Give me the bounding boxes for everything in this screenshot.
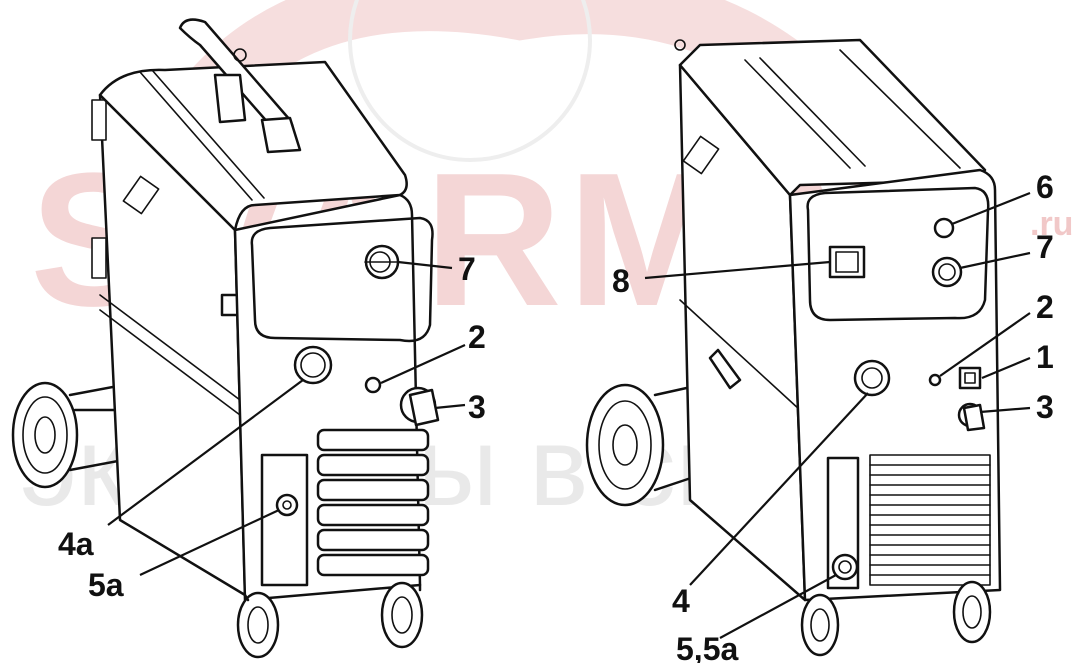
- right-display-window: [806, 186, 990, 322]
- right-knob-6: [933, 217, 955, 239]
- label-right-3: 3: [1036, 389, 1054, 425]
- callout-labels: 7 2 3 4a 5a 6 7 8 2 1 3 4 5,5a: [58, 169, 1054, 663]
- watermark-domain-suffix: .ru: [1030, 205, 1073, 243]
- label-left-2: 2: [468, 319, 486, 355]
- right-switch-1: [958, 366, 982, 390]
- right-knob-7: [931, 256, 963, 288]
- right-front-casters: [800, 580, 992, 657]
- label-right-6: 6: [1036, 169, 1054, 205]
- left-connector-plate: [260, 453, 309, 587]
- right-welding-machine: [585, 38, 1002, 657]
- label-right-8: 8: [612, 263, 630, 299]
- right-main-switch-3: [957, 402, 986, 432]
- label-right-2: 2: [1036, 289, 1054, 325]
- label-left-4a: 4a: [58, 526, 94, 562]
- label-left-7: 7: [458, 251, 476, 287]
- right-connector-5-5a: [831, 553, 859, 581]
- watermark-logo-circle: [348, 0, 592, 162]
- left-carry-handle: [178, 18, 302, 154]
- label-right-4: 4: [672, 583, 690, 619]
- left-vent-grille: [316, 428, 430, 577]
- left-knob-7: [364, 244, 400, 280]
- label-right-7: 7: [1036, 229, 1054, 265]
- left-front-casters: [236, 581, 424, 659]
- left-welding-machine: [11, 18, 440, 659]
- label-left-3: 3: [468, 389, 486, 425]
- left-display-window: [250, 216, 434, 343]
- right-indicator-2: [928, 373, 942, 387]
- left-connector-5a: [275, 493, 299, 517]
- right-socket-4: [853, 359, 891, 397]
- callout-lines: [107, 191, 1031, 639]
- label-right-1: 1: [1036, 339, 1054, 375]
- right-vent-grille: [869, 454, 991, 586]
- left-top-panel: [98, 60, 408, 232]
- left-main-switch-3: [399, 386, 440, 427]
- label-left-5a: 5a: [88, 567, 124, 603]
- label-right-5-5a: 5,5a: [676, 631, 738, 663]
- left-indicator-2: [364, 376, 382, 394]
